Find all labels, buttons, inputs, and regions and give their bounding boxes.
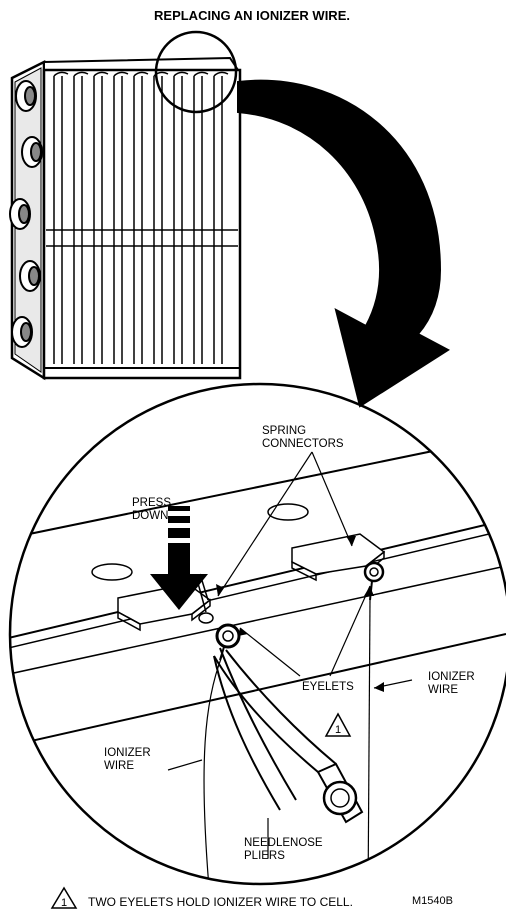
figure-code: M1540B (412, 895, 453, 907)
label-ionizer-wire-left-line2: WIRE (104, 760, 134, 772)
svg-text:1: 1 (61, 897, 67, 909)
label-needlenose-line1: NEEDLENOSE (244, 837, 323, 849)
detail-view: 1 (0, 384, 506, 900)
diagram-labels: SPRING CONNECTORS PRESS DOWN EYELETS ION… (104, 425, 475, 862)
footnote: 1 TWO EYELETS HOLD IONIZER WIRE TO CELL.… (52, 888, 453, 909)
label-press-line1: PRESS (132, 497, 171, 509)
footnote-text: TWO EYELETS HOLD IONIZER WIRE TO CELL. (88, 895, 353, 909)
label-ionizer-wire-right-line2: WIRE (428, 684, 458, 696)
label-needlenose-line2: PLIERS (244, 850, 285, 862)
label-spring-connectors-line1: SPRING (262, 425, 306, 437)
label-ionizer-wire-left-line1: IONIZER (104, 747, 151, 759)
callout-1-triangle: 1 (326, 714, 350, 736)
zoom-arrow (238, 81, 448, 406)
label-eyelets: EYELETS (302, 681, 354, 693)
air-cleaner-cell (10, 32, 240, 378)
label-press-line2: DOWN (132, 510, 168, 522)
label-ionizer-wire-right-line1: IONIZER (428, 671, 475, 683)
diagram-title: REPLACING AN IONIZER WIRE. (154, 8, 350, 23)
label-spring-connectors-line2: CONNECTORS (262, 438, 344, 450)
svg-text:1: 1 (335, 724, 341, 736)
